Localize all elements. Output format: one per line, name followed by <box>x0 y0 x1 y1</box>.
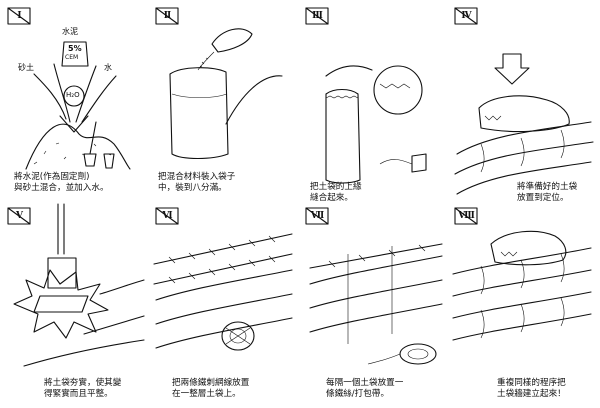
step-1-number: I <box>17 11 21 21</box>
step-6-number: VI <box>162 211 172 221</box>
step-4-caption: 將準備好的土袋 放置到定位。 <box>517 182 578 203</box>
step-8-caption: 重複同樣的程序把 土袋牆建立起來！ <box>497 378 566 399</box>
step-2-number-badge: II <box>154 6 180 26</box>
step-4-number: IV <box>461 11 471 21</box>
step-1-panel: I 水泥 5% CEM 砂土 水 H₂O 將水泥(作為固定劑) 與砂土混合，並加… <box>4 4 149 204</box>
cement-label: 水泥 <box>62 27 78 36</box>
step-7-caption: 每隔一個土袋放置一 條鐵絲/打包帶。 <box>326 378 404 399</box>
step-4-number-badge: IV <box>453 6 479 26</box>
step-2-panel: II 把混合材料裝入袋子 中，裝到八分滿。 <box>152 4 297 204</box>
step-7-number-badge: VII <box>304 206 330 226</box>
step-4-panel: IV 將準備好的土袋 放置到定位。 <box>451 4 596 204</box>
soil-label: 砂土 <box>18 63 34 72</box>
step-8-number: VIII <box>458 211 475 221</box>
step-6-number-badge: VI <box>154 206 180 226</box>
step-8-number-badge: VIII <box>453 206 479 226</box>
step-1-illustration <box>25 41 131 170</box>
step-5-illustration <box>13 203 145 367</box>
step-8-panel: VIII 重複同樣的程序把 土袋牆建立起來！ <box>451 204 596 404</box>
step-3-caption: 把土袋的上緣 縫合起來。 <box>310 182 362 203</box>
step-1-number-badge: I <box>6 6 32 26</box>
step-3-panel: III 把土袋的上緣 縫合起來。 <box>302 4 447 204</box>
step-7-illustration <box>309 243 443 365</box>
step-5-number: V <box>16 211 23 221</box>
cem-label: CEM <box>65 54 79 61</box>
step-2-number: II <box>163 11 171 21</box>
step-1-caption: 將水泥(作為固定劑) 與砂土混合，並加入水。 <box>14 172 109 193</box>
step-3-illustration <box>325 65 427 184</box>
step-5-number-badge: V <box>6 206 32 226</box>
water-chem-label: H₂O <box>66 91 80 99</box>
ratio-label: 5% <box>68 44 82 53</box>
step-5-panel: V 將土袋夯實，使其變 得緊實而且平整。 <box>4 203 149 404</box>
step-5-caption: 將土袋夯實，使其變 得緊實而且平整。 <box>44 378 122 399</box>
step-6-panel: VI 把兩條鐵刺網線放置 在一整層土袋上。 <box>152 204 297 404</box>
step-3-number-badge: III <box>304 6 330 26</box>
step-2-illustration <box>169 28 283 160</box>
step-3-number: III <box>312 11 323 21</box>
step-4-illustration <box>454 53 594 195</box>
step-6-caption: 把兩條鐵刺網線放置 在一整層土袋上。 <box>172 378 250 399</box>
step-6-illustration <box>153 233 293 351</box>
water-label: 水 <box>104 63 112 72</box>
step-2-caption: 把混合材料裝入袋子 中，裝到八分滿。 <box>158 172 236 193</box>
step-7-number: VII <box>310 211 324 221</box>
step-7-panel: VII 每隔一個土袋放置一 條鐵絲/打包帶。 <box>302 204 447 404</box>
step-8-illustration <box>452 230 592 341</box>
